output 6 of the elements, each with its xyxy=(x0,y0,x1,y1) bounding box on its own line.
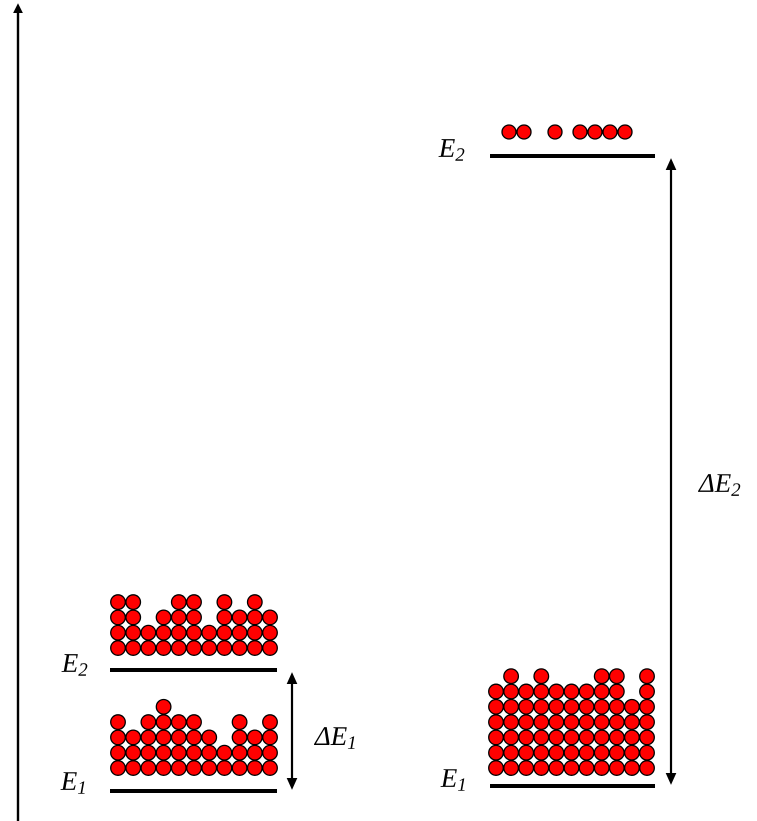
level-label: E$_{1}$ xyxy=(60,772,85,794)
level-label: E$_{2}$ xyxy=(61,654,88,676)
level-label: ΔE$_{2}$ xyxy=(698,474,740,496)
level-label: ΔE$_{1}$ xyxy=(314,727,355,749)
level-label: E$_{2}$ xyxy=(438,139,464,161)
level-label: E$_{1}$ xyxy=(440,769,465,791)
